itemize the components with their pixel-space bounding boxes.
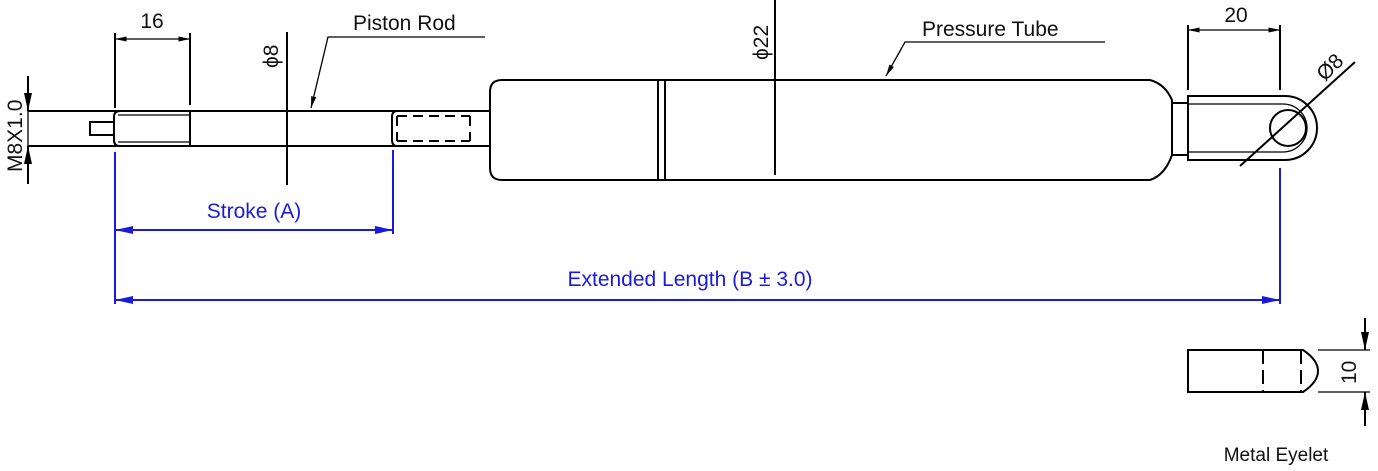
piston-rod	[28, 110, 490, 147]
tube-diameter-label: ϕ22	[750, 25, 773, 60]
thread-dimension: M8X1.0	[4, 76, 32, 184]
thread-label: M8X1.0	[4, 100, 27, 172]
extended-length-dimension: Extended Length (B ± 3.0)	[115, 168, 1281, 304]
stroke-dimension: Stroke (A)	[114, 150, 394, 304]
piston-rod-leader: Piston Rod	[310, 12, 485, 109]
pressure-tube-label: Pressure Tube	[922, 18, 1059, 41]
rod-diameter-dimension: ϕ8	[260, 32, 288, 185]
pressure-tube: ϕ22 Pressure Tube	[489, 0, 1173, 181]
eyelet-length-label: 20	[1224, 4, 1247, 27]
metal-eyelet-label: Metal Eyelet	[1224, 445, 1329, 466]
thread-length-dimension: 16	[114, 10, 191, 108]
thread-length-label: 16	[140, 10, 163, 33]
eyelet-side-view: 10 Metal Eyelet	[1187, 318, 1370, 466]
eyelet-thickness-label: 10	[1338, 361, 1361, 384]
extended-length-label: Extended Length (B ± 3.0)	[567, 268, 812, 291]
eyelet: Ø8 20	[1171, 4, 1356, 167]
stroke-label: Stroke (A)	[207, 200, 302, 223]
eyelet-hole-label: Ø8	[1312, 49, 1348, 85]
rod-diameter-label: ϕ8	[260, 45, 283, 68]
piston-rod-label: Piston Rod	[353, 12, 456, 35]
